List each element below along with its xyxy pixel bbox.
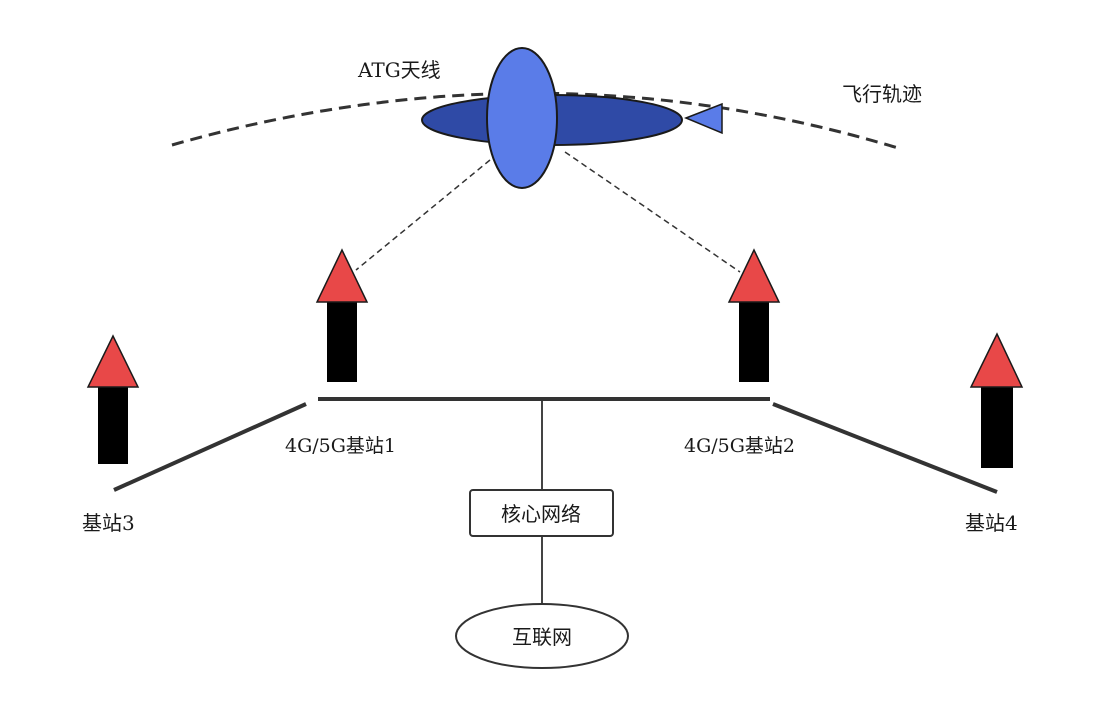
antenna-label: ATG天线 — [357, 58, 441, 82]
link-bs2-bs4 — [772, 402, 998, 494]
bs4-label: 基站4 — [965, 511, 1018, 535]
base-station-2-tower-icon — [727, 248, 781, 382]
core-network-box — [469, 489, 614, 537]
base-station-1-tower-icon — [315, 248, 369, 382]
link-airplane-bs2 — [564, 151, 741, 273]
bs3-label: 基站3 — [82, 511, 135, 535]
core-network-label: 核心网络 — [501, 502, 581, 526]
link-airplane-bs1 — [355, 159, 491, 271]
bs2-label: 4G/5G基站2 — [684, 435, 795, 457]
link-bs1-bs3 — [113, 402, 307, 492]
flight-path-label: 飞行轨迹 — [842, 82, 922, 106]
internet-label: 互联网 — [512, 625, 572, 649]
base-station-4-tower-icon — [969, 332, 1024, 468]
airplane-tail — [683, 102, 723, 135]
bs1-label: 4G/5G基站1 — [285, 435, 396, 457]
airplane-wing — [486, 47, 558, 189]
internet-ellipse — [455, 603, 629, 669]
airplane-icon — [421, 47, 723, 189]
base-station-3-tower-icon — [86, 334, 140, 464]
